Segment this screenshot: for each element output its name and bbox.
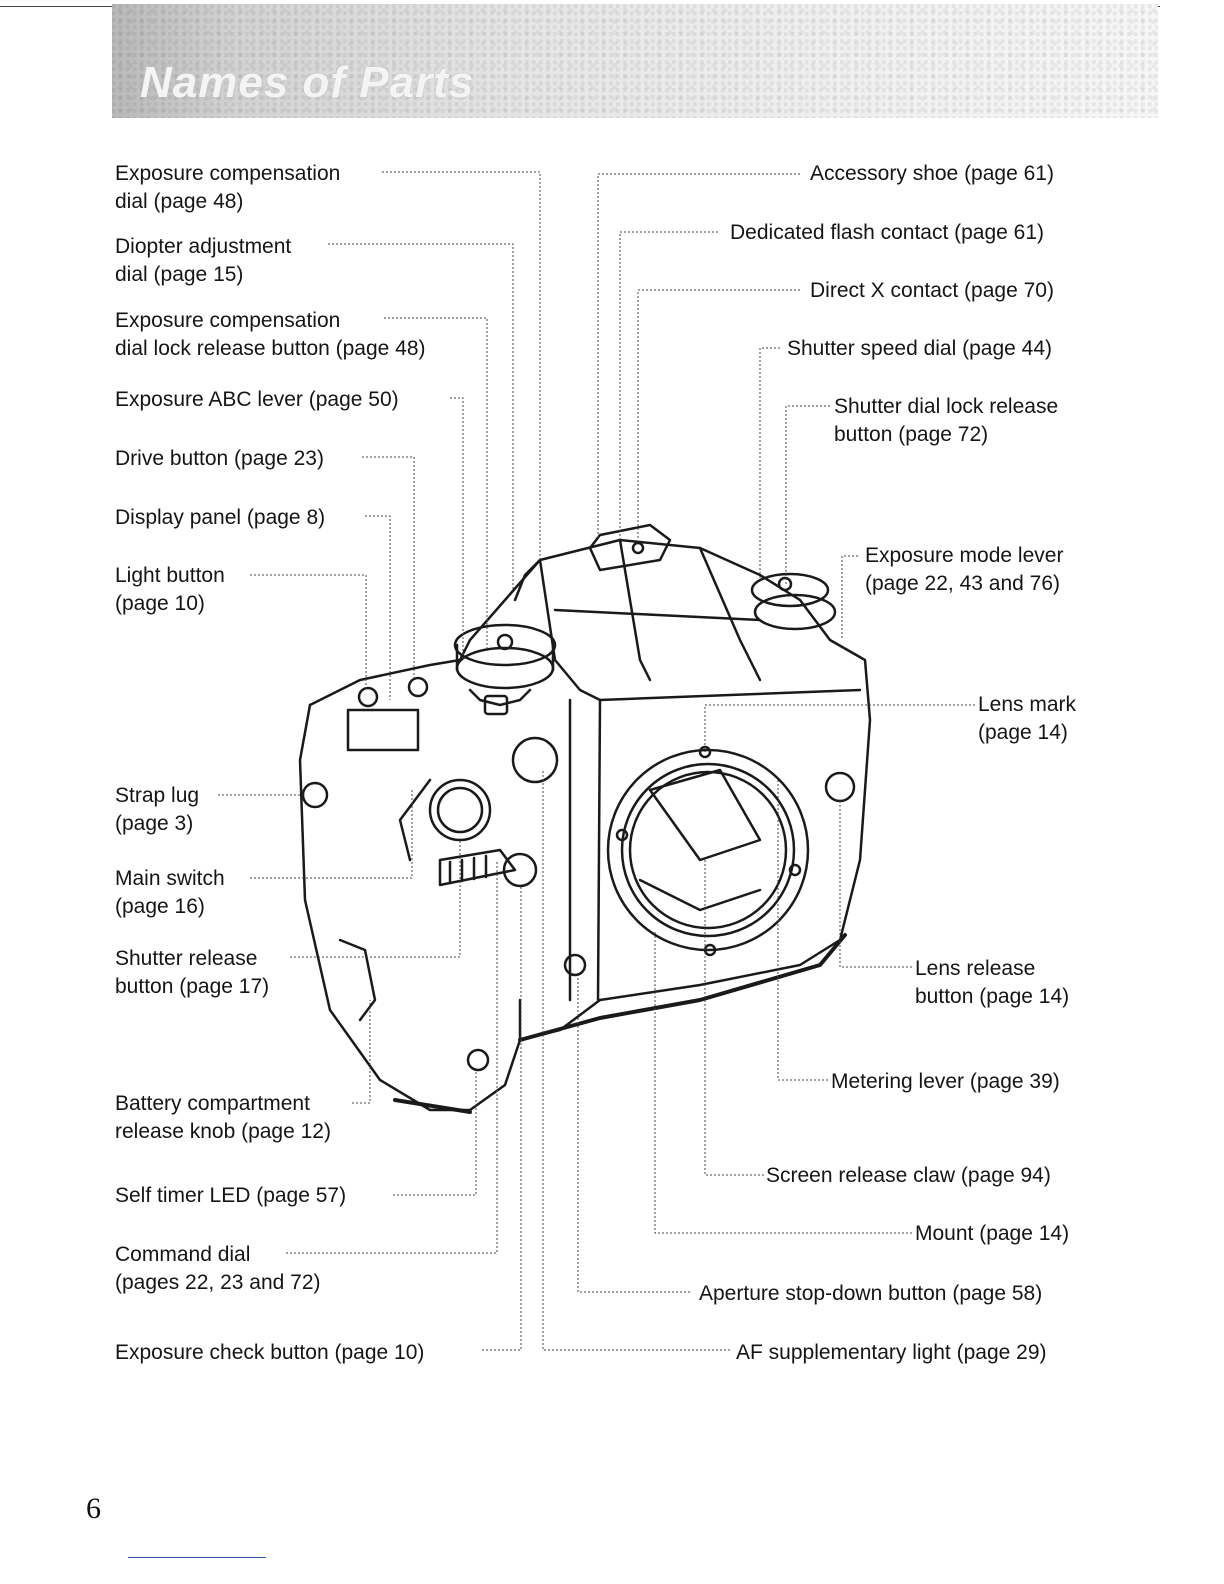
label-exposure-abc-lever: Exposure ABC lever (page 50) <box>115 388 399 411</box>
label-af-supplementary-light: AF supplementary light (page 29) <box>736 1341 1047 1364</box>
label-aperture-stop-down-button: Aperture stop-down button (page 58) <box>699 1282 1043 1305</box>
label-mount: Mount (page 14) <box>915 1222 1070 1245</box>
label-drive-button: Drive button (page 23) <box>115 447 324 470</box>
label-dedicated-flash-contact: Dedicated flash contact (page 61) <box>730 221 1045 244</box>
label-shutter-speed-dial: Shutter speed dial (page 44) <box>787 337 1053 360</box>
bottom-rule <box>128 1557 266 1558</box>
label-lens-mark: Lens mark(page 14) <box>978 693 1077 744</box>
label-command-dial: Command dial(pages 22, 23 and 72) <box>115 1243 321 1294</box>
section-banner <box>112 4 1158 118</box>
label-display-panel: Display panel (page 8) <box>115 506 326 529</box>
banner-title: Names of Parts <box>140 58 475 107</box>
page-number: 6 <box>86 1492 101 1525</box>
label-main-switch: Main switch(page 16) <box>115 867 225 918</box>
label-direct-x-contact: Direct X contact (page 70) <box>810 279 1054 302</box>
label-screen-release-claw: Screen release claw (page 94) <box>766 1164 1051 1187</box>
label-metering-lever: Metering lever (page 39) <box>831 1070 1060 1093</box>
label-accessory-shoe: Accessory shoe (page 61) <box>810 162 1054 185</box>
label-light-button: Light button(page 10) <box>115 564 225 615</box>
label-self-timer-led: Self timer LED (page 57) <box>115 1184 347 1207</box>
label-strap-lug: Strap lug(page 3) <box>115 784 200 835</box>
label-exposure-mode-lever: Exposure mode lever(page 22, 43 and 76) <box>865 544 1064 595</box>
label-exposure-check-button: Exposure check button (page 10) <box>115 1341 425 1364</box>
